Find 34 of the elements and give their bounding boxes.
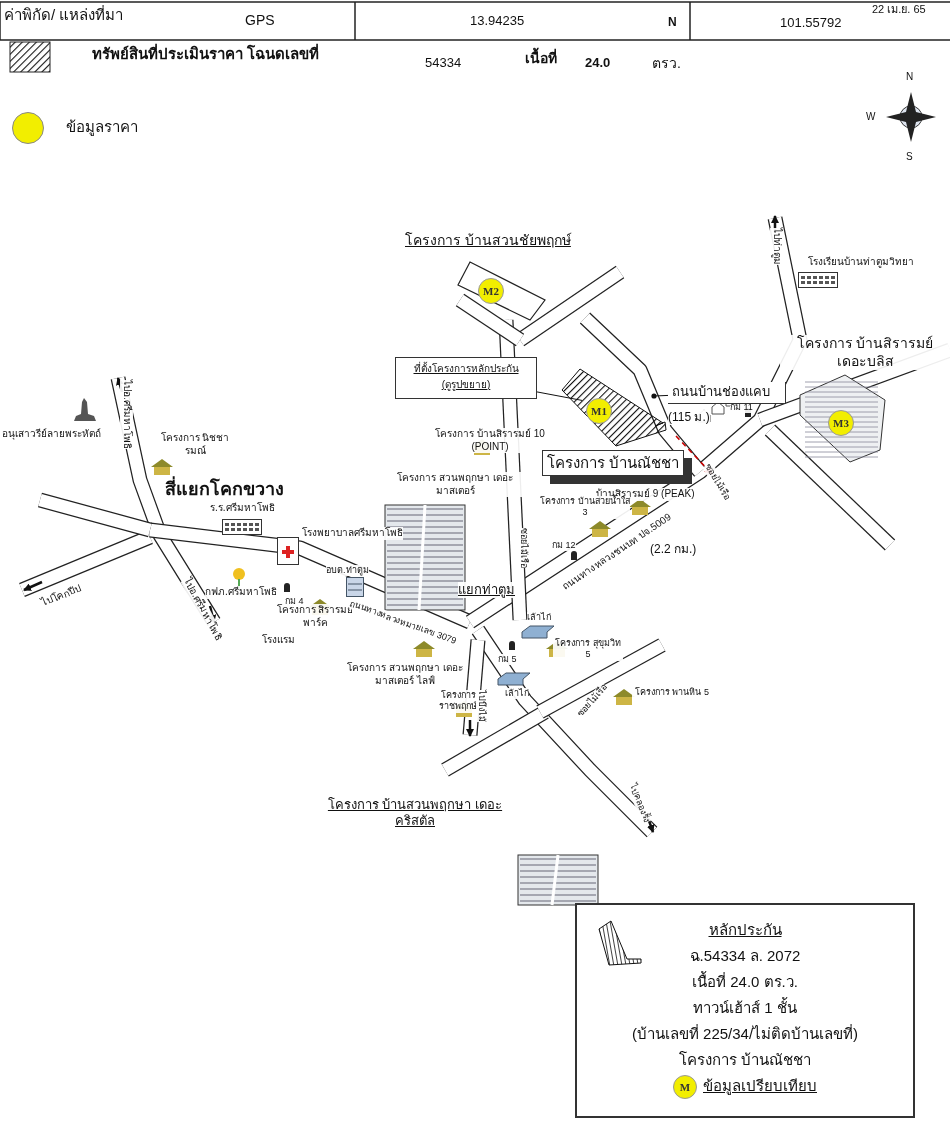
hatched-parcel <box>560 366 668 448</box>
callout-text: ที่ตั้งโครงการหลักประกัน <box>412 361 520 376</box>
place-label: โรงพยาบาลศรีมหาโพธิ <box>302 527 403 540</box>
info-text: เนื้อที่ 24.0 ตร.ว. <box>691 970 799 992</box>
place-label: โครงการ บ้านสวนชัยพฤกษ์ <box>405 232 571 250</box>
info-text: ฉ.54334 ล. 2072 <box>688 946 802 966</box>
place-label: โรงเรียนบ้านท่าตูมวิทยา <box>808 256 914 269</box>
place-label: แยกท่าตูม <box>458 582 515 599</box>
place-label: โครงการ บ้านสิรารมย์ เดอะบลิส <box>780 335 950 370</box>
info-text: (บ้านเลขที่ 225/34/ไม่ติดบ้านเลขที่) <box>630 1023 860 1044</box>
place-label: โครงการ พานหิน 5 <box>632 687 712 699</box>
distance-label: (2.2 กม.) <box>650 542 697 557</box>
price-marker: M2 <box>478 278 504 304</box>
place-label: อนุเสาวรีย์ลายพระหัตถ์ <box>2 428 101 441</box>
place-label: โครงการ บ้านสวนพฤกษา เดอะคริสตัล <box>325 797 505 830</box>
info-text: โครงการ บ้านณัชชา <box>677 1050 813 1070</box>
milestone-label: กม 5 <box>498 654 517 666</box>
distance-label: (115 ม.) <box>668 410 710 425</box>
callout-text: (ดูรูปขยาย) <box>440 378 492 393</box>
callout-box <box>395 357 537 399</box>
place-label: โครงการ บ้านสวยน้ำใส 3 <box>540 496 630 519</box>
collateral-info-box <box>575 903 915 1118</box>
leader-line <box>651 393 669 399</box>
price-marker: M <box>673 1074 697 1099</box>
place-label: เล้าไก่ <box>505 688 529 700</box>
place-label: โครงการ สวนพฤกษา เดอะมาสเตอร์ ไลฟ์ <box>345 662 465 687</box>
road-label: ไปอ.ศรีมหาโพธิ <box>120 380 133 449</box>
place-label: โครงการ สุขุมวิท 5 <box>553 638 623 661</box>
place-label: อบต.ท่าตูม <box>326 565 369 577</box>
box-heading: หลักประกัน <box>707 920 783 940</box>
road-label: ไปท่าตูม <box>770 228 783 265</box>
info-text: ข้อมูลเปรียบเทียบ <box>703 1076 817 1097</box>
info-text: ทาวน์เฮ้าส์ 1 ชั้น <box>692 996 798 1018</box>
legend-label: ข้อมูลราคา <box>66 118 138 137</box>
